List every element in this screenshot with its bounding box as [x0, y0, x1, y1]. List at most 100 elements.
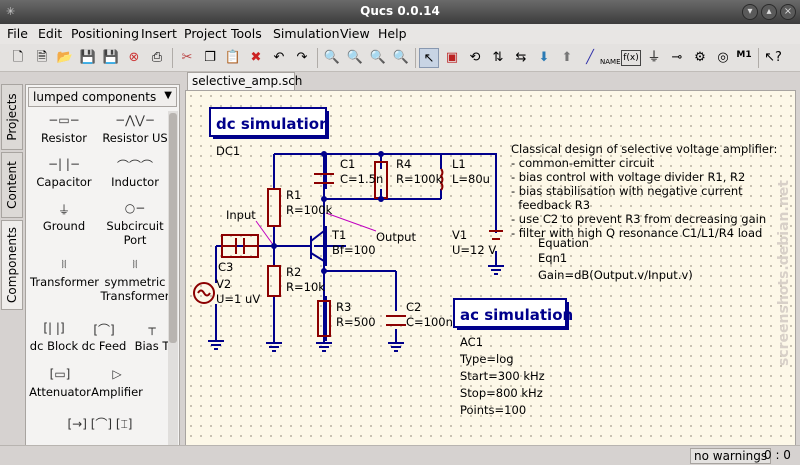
category-select[interactable]: lumped components ▼ [28, 87, 177, 107]
copy-icon[interactable]: ❐ [204, 50, 216, 65]
inductor[interactable] [439, 168, 444, 191]
rotate-icon[interactable]: ⟲ [469, 50, 481, 65]
zoom-fit-icon[interactable]: 🔍 [323, 50, 341, 65]
component-capacitor[interactable]: −| |−Capacitor [30, 157, 98, 189]
component-amplifier[interactable]: ▷Amplifier [88, 367, 146, 399]
ac-sim-param: Start=300 kHz [460, 369, 545, 383]
schematic-canvas[interactable]: dc simulation DC1 ac simulation AC1 Type… [185, 90, 796, 453]
wire-label-icon[interactable]: NAME [600, 58, 621, 66]
component-resistor-us[interactable]: −⋀⋁−Resistor US [96, 113, 174, 145]
save-all-icon[interactable]: 💾 [102, 50, 120, 65]
zoom-out-icon[interactable]: 🔍 [392, 50, 410, 65]
menu-insert[interactable]: Insert [141, 26, 177, 41]
select-icon[interactable]: ↖ [419, 48, 439, 68]
chevron-down-icon[interactable]: ▼ [164, 90, 172, 101]
svg-text:R=10k: R=10k [286, 280, 325, 294]
marker-icon[interactable]: M1 [736, 50, 752, 60]
component-dc-feed[interactable]: [⌒]dc Feed [81, 323, 127, 353]
tab-content[interactable]: Content [1, 152, 23, 218]
svg-text:- use C2 to prevent R3 from de: - use C2 to prevent R3 from decreasing g… [511, 212, 766, 226]
paste-icon[interactable]: 📋 [224, 50, 242, 65]
component-inductor[interactable]: ⌒⌒⌒Inductor [96, 157, 174, 189]
menu-view[interactable]: View [340, 26, 370, 41]
close-icon[interactable]: × [780, 4, 796, 20]
menu-help[interactable]: Help [378, 26, 407, 41]
new-text-icon[interactable]: 🗎 [36, 50, 48, 65]
component-bias-t[interactable]: ┬Bias T [130, 321, 174, 353]
go-into-icon[interactable]: ⬇ [538, 50, 550, 65]
mirror-x-icon[interactable]: ⇅ [492, 50, 504, 65]
transformer-icon: ⧘⧙ [61, 257, 67, 271]
dpl-icon[interactable]: ◎ [717, 50, 729, 65]
whats-this-icon[interactable]: ↖? [764, 50, 782, 65]
maximize-icon[interactable]: ▴ [761, 4, 777, 20]
warnings-indicator[interactable]: no warnings [690, 448, 772, 464]
menu-simulation[interactable]: Simulation [273, 26, 340, 41]
svg-text:Gain=dB(Output.v/Input.v): Gain=dB(Output.v/Input.v) [538, 268, 693, 282]
svg-text:Input: Input [226, 208, 256, 222]
component-resistor[interactable]: −▭−Resistor [30, 113, 98, 145]
cursor-position: 0 : 0 [764, 448, 791, 462]
component-transformer[interactable]: ⧘⧙Transformer [30, 257, 100, 289]
menu-bar: File Edit Positioning Insert Project Too… [0, 24, 800, 44]
svg-text:- bias stabilisation with nega: - bias stabilisation with negative curre… [511, 184, 743, 198]
tab-components[interactable]: Components [1, 220, 23, 310]
undo-icon[interactable]: ↶ [273, 50, 285, 65]
equation-block[interactable]: Equation Eqn1 Gain=dB(Output.v/Input.v) [538, 236, 693, 282]
ac-simulation-block[interactable]: ac simulation AC1 Type=log Start=300 kHz… [453, 298, 573, 417]
close-doc-icon[interactable]: ⊗ [128, 50, 140, 65]
voltage-sources[interactable] [193, 230, 503, 304]
pop-out-icon[interactable]: ⬆ [561, 50, 573, 65]
print-icon[interactable]: ⎙ [151, 50, 163, 65]
menu-project[interactable]: Project [184, 26, 227, 41]
menu-positioning[interactable]: Positioning [71, 26, 139, 41]
equation-icon[interactable]: f(x) [621, 50, 641, 66]
redo-icon[interactable]: ↷ [296, 50, 308, 65]
svg-text:U=12 V: U=12 V [452, 243, 496, 257]
svg-text:R=100k: R=100k [396, 172, 443, 186]
wire-icon[interactable]: ╱ [586, 50, 594, 65]
component-dc-block[interactable]: [| |]dc Block [29, 321, 79, 353]
menu-tools[interactable]: Tools [231, 26, 262, 41]
edit-icon[interactable]: ▣ [445, 50, 459, 65]
cut-icon[interactable]: ✂ [181, 50, 193, 65]
ac-sim-param: Type=log [459, 352, 514, 366]
minimize-icon[interactable]: ▾ [742, 4, 758, 20]
svg-text:C3: C3 [218, 260, 233, 274]
capacitors[interactable] [221, 173, 406, 326]
tab-projects[interactable]: Projects [1, 84, 23, 150]
delete-icon[interactable]: ✖ [250, 50, 262, 65]
zoom-in-icon[interactable]: 🔍 [369, 50, 387, 65]
open-icon[interactable]: 📂 [56, 50, 74, 65]
port-icon[interactable]: ⊸ [671, 50, 683, 65]
document-tab[interactable]: selective_amp.sch [187, 72, 302, 91]
mirror-y-icon[interactable]: ⇆ [515, 50, 527, 65]
svg-text:feedback R3: feedback R3 [511, 198, 590, 212]
svg-text:C1: C1 [340, 157, 355, 171]
resistor-icon: −▭− [48, 113, 80, 127]
transistor[interactable] [310, 230, 325, 262]
dc-block-icon: [| |] [43, 321, 65, 335]
component-ground[interactable]: ⏚Ground [30, 201, 98, 233]
svg-text:C=100n: C=100n [406, 315, 453, 329]
ground-icon[interactable]: ⏚ [647, 50, 661, 65]
zoom-icon[interactable]: 🔍 [346, 50, 364, 65]
components-scrollbar[interactable] [168, 111, 178, 451]
symmetric-transformer-icon: ⧘⧙ [132, 257, 138, 271]
amplifier-icon: ▷ [112, 367, 122, 381]
save-icon[interactable]: 💾 [79, 50, 97, 65]
new-file-icon[interactable]: 🗋 [12, 50, 24, 65]
simulate-icon[interactable]: ⚙ [694, 50, 706, 65]
menu-file[interactable]: File [7, 26, 28, 41]
scrollbar-thumb[interactable] [169, 113, 177, 343]
menu-edit[interactable]: Edit [38, 26, 63, 41]
dc-simulation-block[interactable]: dc simulation DC1 [209, 107, 330, 158]
category-value: lumped components [33, 90, 157, 104]
svg-text:R=500: R=500 [336, 315, 376, 329]
component-attenuator[interactable]: [▭]Attenuator [29, 367, 91, 399]
svg-text:Output: Output [376, 230, 416, 244]
description-text: Classical design of selective voltage am… [511, 142, 777, 240]
svg-text:U=1 uV: U=1 uV [216, 292, 260, 306]
